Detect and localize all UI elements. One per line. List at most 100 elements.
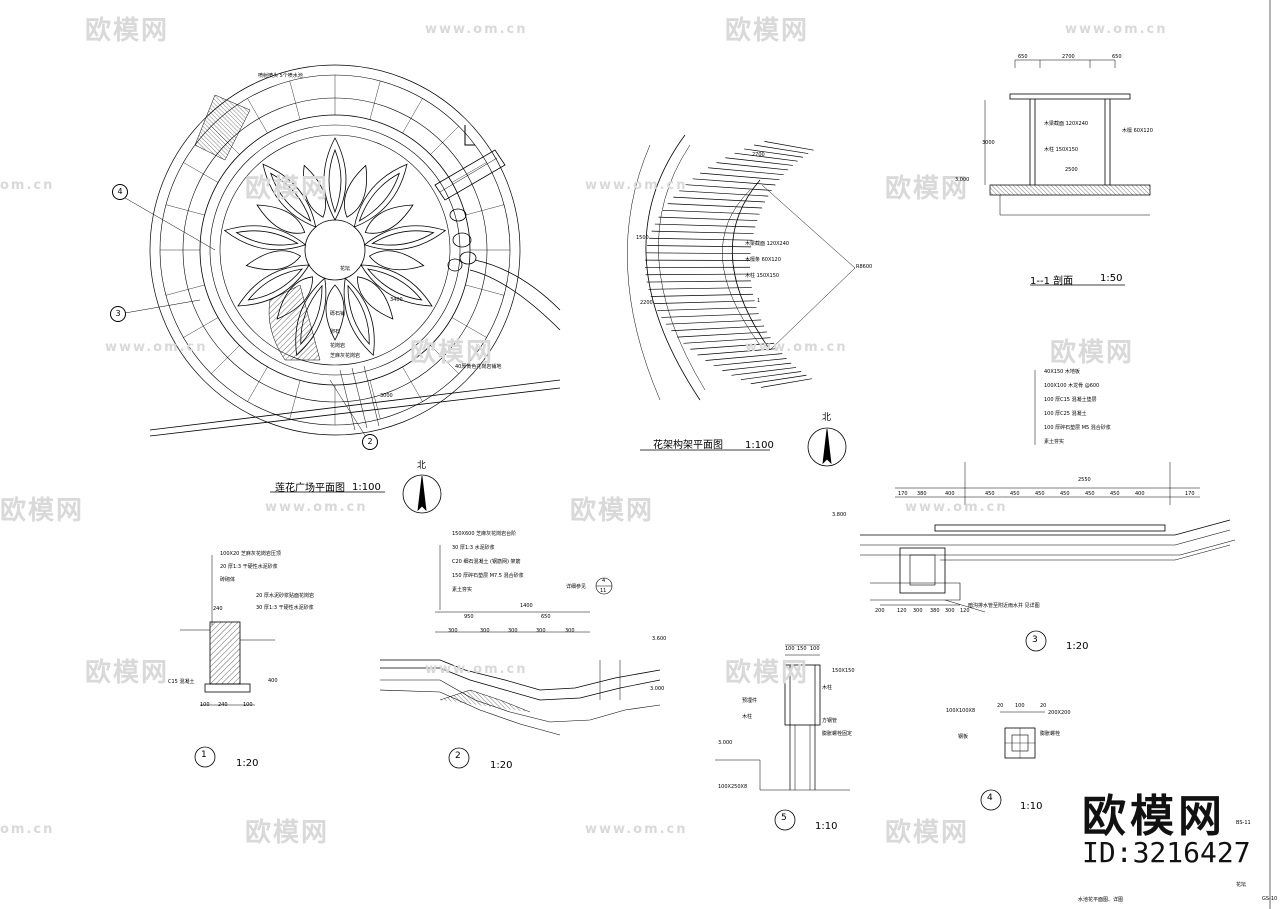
lotus-petal-back <box>343 164 367 218</box>
sheet-number: BS-11 <box>1236 820 1251 826</box>
detail3-dim-2: 400 <box>945 491 955 497</box>
detail3-bdim-4: 300 <box>945 608 955 614</box>
section-mark-3: 3 <box>110 306 126 322</box>
pergola-plan-drawing <box>627 134 856 467</box>
plaza-callout-row2: 卵石 <box>330 329 341 335</box>
radial-guide <box>211 345 240 374</box>
radial-guide <box>451 317 487 338</box>
detail2-dim-5: 300 <box>508 628 518 634</box>
detail1-dim-2: 100 <box>200 702 210 708</box>
watermark-brand: 欧模网 <box>245 818 330 848</box>
plaza-plan-title: 莲花广场平面图 <box>275 483 345 494</box>
model-id: ID:3216427 <box>1082 836 1251 869</box>
plaza-plan-drawing <box>119 64 561 514</box>
pergola-slat <box>666 319 762 325</box>
radial-guide <box>289 80 301 120</box>
detail2-callout: 详细参见 <box>566 584 587 590</box>
watermark-url: www.om.cn <box>1065 22 1168 37</box>
pergola-slat <box>744 148 803 158</box>
detail3-bdim-5: 120 <box>960 608 970 614</box>
lotus-petal-inner <box>371 230 435 246</box>
detail1-layer-3: 20 厚水泥砂浆贴面花岗岩 <box>256 593 314 599</box>
detail1-layer-0: 100X20 芝麻灰花岗岩压顶 <box>220 551 281 557</box>
detail2-elev-a: 3.600 <box>652 636 667 642</box>
pergola-slat <box>713 358 787 367</box>
detail2-ref-top: 4 <box>602 578 606 584</box>
section11-note-1: 木柱 150X150 <box>1044 147 1079 153</box>
pergola-slat <box>731 367 797 376</box>
pergola-slat <box>760 378 812 388</box>
detail2-layer-2: C20 细石混凝土 (钢筋网) 架筋 <box>452 559 521 565</box>
pergola-slat <box>661 313 759 318</box>
detail1-dim-4: 100 <box>243 702 253 708</box>
pergola-slat <box>764 141 814 151</box>
pergola-slat <box>645 252 751 255</box>
radial-guide <box>247 366 268 402</box>
pergola-slat <box>651 230 754 234</box>
radial-guide <box>165 204 205 216</box>
plaza-callout-bottom: 40厚黄色花岗岩铺地 <box>455 364 502 370</box>
detail1-base: C15 混凝土 <box>168 679 195 685</box>
detail-3-drawing <box>860 370 1236 652</box>
radial-guide <box>183 317 219 338</box>
detail5-scale: 1:10 <box>815 821 838 832</box>
pergola-slat <box>654 223 756 228</box>
detail5-dim-1: 150 <box>797 646 807 652</box>
lotus-petal <box>223 225 307 251</box>
watermark-url: www.om.cn <box>585 178 688 193</box>
radial-guide <box>402 98 423 134</box>
detail3-layer-0: 40X150 木地板 <box>1044 369 1080 375</box>
plaza-north-label: 北 <box>417 461 427 471</box>
section11-dim-1: 2700 <box>1062 54 1075 60</box>
detail4-note-0: 100X100X8 <box>946 708 976 714</box>
section-1-1-drawing <box>984 59 1151 286</box>
detail1-dim-3: 240 <box>218 702 228 708</box>
detail5-base: 100X250X8 <box>718 784 748 790</box>
detail3-scale: 1:20 <box>1066 641 1089 652</box>
pergola-radius-tag: R8600 <box>856 264 873 270</box>
pergola-slat <box>716 162 789 171</box>
plaza-callout-row1: 砾石铺 <box>330 311 346 317</box>
radial-guide <box>430 345 459 374</box>
pergola-slat <box>697 348 779 356</box>
detail4-dim-0: 20 <box>997 703 1004 709</box>
detail3-bdim-0: 200 <box>875 608 885 614</box>
plaza-dim-a: 3400 <box>390 297 403 303</box>
pergola-slat <box>657 306 757 311</box>
section11-dim-2: 650 <box>1112 54 1122 60</box>
detail2-number: 2 <box>455 751 461 761</box>
radial-guide <box>402 366 423 402</box>
detail3-drain-note: 暗沟排水管至附近雨水井 见详图 <box>968 603 1040 609</box>
lotus-petal-back <box>364 204 414 234</box>
detail5-note-2: 方钢管 <box>822 718 838 724</box>
section11-elevation: 3.000 <box>955 177 970 183</box>
pergola-slat <box>740 371 802 381</box>
radial-guide <box>465 204 505 216</box>
lotus-petal-inner <box>366 268 423 301</box>
watermark-brand: 欧模网 <box>725 16 810 46</box>
watermark-url: www.om.cn <box>105 340 208 355</box>
section11-note-2: 木檩 60X120 <box>1122 128 1153 134</box>
pergola-dim-2: 2200 <box>640 300 653 306</box>
detail3-layer-4: 100 厚碎石垫层 M5 混合砂浆 <box>1044 425 1111 431</box>
watermark-url: om.cn <box>0 822 55 837</box>
watermark-url: www.om.cn <box>425 22 528 37</box>
pergola-slat <box>673 196 766 203</box>
detail2-layer-4: 素土夯实 <box>452 587 473 593</box>
lotus-petal <box>360 264 433 307</box>
detail3-dim-6: 450 <box>1060 491 1070 497</box>
lotus-petal <box>323 137 347 221</box>
pergola-label-c: 木柱 150X150 <box>745 273 780 279</box>
watermark-brand: 欧模网 <box>245 174 330 204</box>
pergola-slat <box>650 293 754 297</box>
radial-guide <box>465 284 505 296</box>
watermark-url: www.om.cn <box>425 662 528 677</box>
detail5-note-0: 150X150 <box>832 668 855 674</box>
plaza-callout-row4: 芝麻灰花岗岩 <box>330 353 361 359</box>
brand-logo: 欧模网 <box>1082 791 1226 842</box>
lotus-petal-back <box>303 164 327 218</box>
lotus-petal-back <box>357 276 394 320</box>
detail3-bdim-1: 120 <box>897 608 907 614</box>
pergola-slat <box>649 237 753 241</box>
detail3-bdim-3: 380 <box>930 608 940 614</box>
